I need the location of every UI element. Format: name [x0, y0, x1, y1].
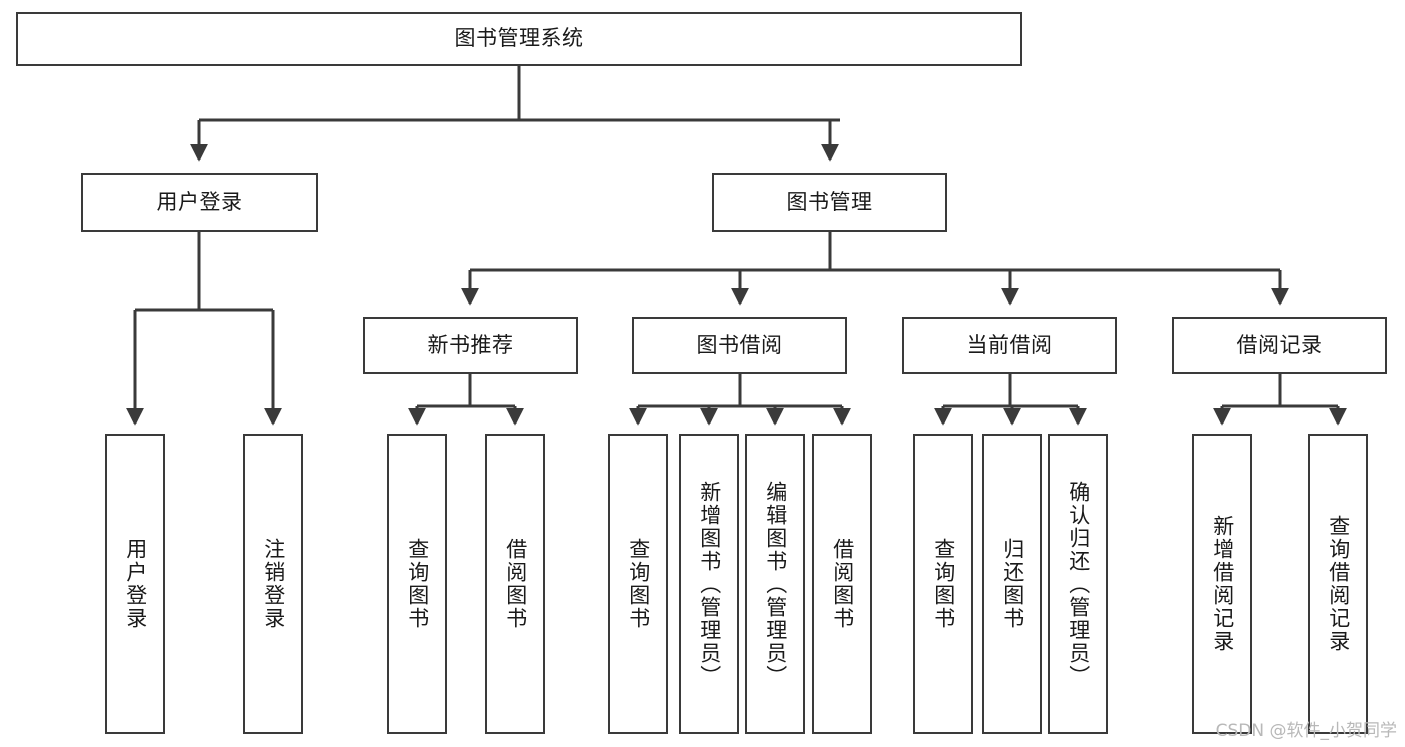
leaf-borrow-record-query-record[interactable]: 查询借阅记录	[1308, 434, 1368, 734]
leaf-book-borrow-edit-book-admin[interactable]: 编辑图书（管理员）	[745, 434, 805, 734]
leaf-new-book-query-book[interactable]: 查询图书	[387, 434, 447, 734]
node-new-book-recommend[interactable]: 新书推荐	[363, 317, 578, 374]
leaf-book-borrow-query-book[interactable]: 查询图书	[608, 434, 668, 734]
leaf-user-login-logout[interactable]: 注销登录	[243, 434, 303, 734]
leaf-new-book-borrow-book[interactable]: 借阅图书	[485, 434, 545, 734]
node-label: 借阅图书	[830, 538, 855, 630]
leaf-user-login-login[interactable]: 用户登录	[105, 434, 165, 734]
leaf-book-borrow-add-book-admin[interactable]: 新增图书（管理员）	[679, 434, 739, 734]
node-label: 确认归还（管理员）	[1066, 480, 1091, 688]
node-label: 注销登录	[261, 538, 286, 630]
node-label: 新增借阅记录	[1210, 515, 1235, 653]
node-current-borrow[interactable]: 当前借阅	[902, 317, 1117, 374]
node-book-borrow[interactable]: 图书借阅	[632, 317, 847, 374]
node-label: 查询图书	[405, 538, 430, 630]
leaf-current-borrow-confirm-return-admin[interactable]: 确认归还（管理员）	[1048, 434, 1108, 734]
node-label: 查询图书	[626, 538, 651, 630]
node-label: 归还图书	[1000, 538, 1025, 630]
node-label: 查询图书	[931, 538, 956, 630]
node-label: 用户登录	[123, 538, 148, 630]
node-label: 当前借阅	[966, 332, 1053, 357]
node-book-management[interactable]: 图书管理	[712, 173, 947, 232]
node-label: 借阅图书	[503, 538, 528, 630]
node-label: 用户登录	[156, 189, 243, 214]
leaf-book-borrow-borrow-book[interactable]: 借阅图书	[812, 434, 872, 734]
leaf-current-borrow-query-book[interactable]: 查询图书	[913, 434, 973, 734]
node-label: 借阅记录	[1236, 332, 1323, 357]
node-label: 新书推荐	[427, 332, 514, 357]
node-root-book-management-system[interactable]: 图书管理系统	[16, 12, 1022, 66]
node-label: 新增图书（管理员）	[697, 480, 722, 688]
leaf-borrow-record-add-record[interactable]: 新增借阅记录	[1192, 434, 1252, 734]
watermark: CSDN @软件_小贺同学	[1215, 721, 1397, 741]
node-label: 图书管理系统	[454, 26, 584, 51]
node-label: 编辑图书（管理员）	[763, 480, 788, 688]
node-label: 图书管理	[786, 189, 873, 214]
leaf-current-borrow-return-book[interactable]: 归还图书	[982, 434, 1042, 734]
node-label: 图书借阅	[696, 332, 783, 357]
node-borrow-record[interactable]: 借阅记录	[1172, 317, 1387, 374]
node-label: 查询借阅记录	[1326, 515, 1351, 653]
node-user-login[interactable]: 用户登录	[81, 173, 318, 232]
